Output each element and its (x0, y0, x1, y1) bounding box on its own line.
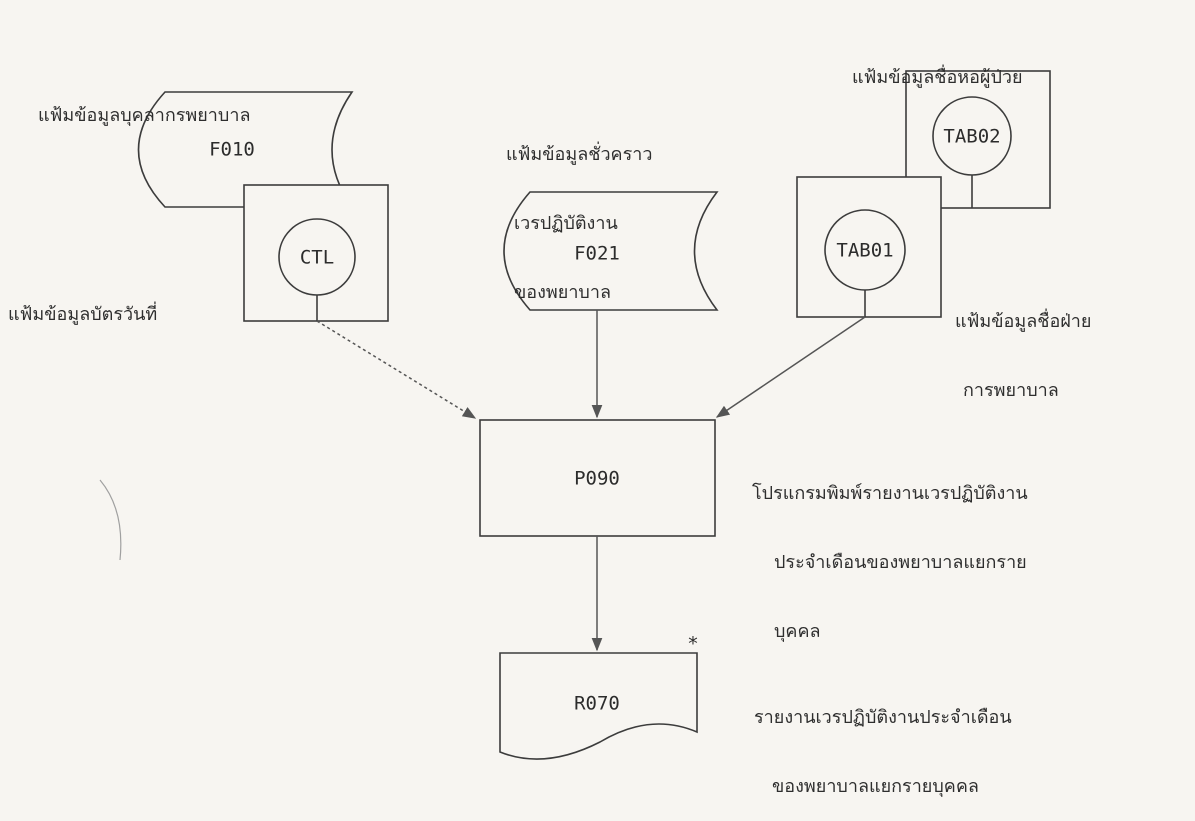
node-code-tab02: TAB02 (943, 126, 1000, 148)
label-tab02: แฟ้มข้อมูลชื่อหอผู้ป่วย (852, 20, 1023, 112)
node-tab02: TAB02 (905, 70, 1051, 209)
stray-mark (99, 479, 122, 561)
label-p090: โปรแกรมพิมพ์รายงานเวรปฏิบัติงาน ประจำเดื… (752, 436, 1028, 666)
process-box-p090 (479, 419, 716, 537)
label-tab01-line-1: แฟ้มข้อมูลชื่อฝ่าย (955, 311, 1092, 332)
connector-ctl-to-p090 (316, 320, 477, 419)
node-code-ctl: CTL (300, 247, 334, 269)
system-flowchart: F010 CTL F021 TAB02 TAB01 P090 R070 * (99, 70, 1051, 760)
document-symbol-r070 (499, 652, 698, 760)
node-f021: F021 (503, 191, 719, 311)
card-square-tab01 (796, 176, 942, 318)
label-tab02-line-1: แฟ้มข้อมูลชื่อหอผู้ป่วย (852, 67, 1023, 88)
label-tab01: แฟ้มข้อมูลชื่อฝ่าย การพยาบาล (955, 264, 1091, 425)
node-code-f021: F021 (574, 243, 620, 265)
label-ctl: แฟ้มข้อมูลบัตรวันที่ (8, 257, 157, 349)
node-code-tab01: TAB01 (836, 240, 893, 262)
label-r070-line-2: ของพยาบาลแยกรายบุคคล (772, 776, 979, 797)
label-f010-line-1: แฟ้มข้อมูลบุคลากรพยาบาล (38, 105, 251, 126)
node-p090: P090 (479, 419, 716, 537)
output-marker: * (687, 633, 698, 655)
node-code-r070: R070 (574, 693, 620, 715)
label-f021-line-2: เวรปฏิบัติงาน (514, 213, 618, 234)
label-ctl-line-1: แฟ้มข้อมูลบัตรวันที่ (8, 304, 158, 325)
label-p090-line-3: บุคคล (774, 621, 821, 642)
label-r070-line-1: รายงานเวรปฏิบัติงานประจำเดือน (754, 707, 1012, 728)
label-p090-line-1: โปรแกรมพิมพ์รายงานเวรปฏิบัติงาน (752, 483, 1028, 504)
label-f021: แฟ้มข้อมูลชั่วคราว เวรปฏิบัติงาน ของพยาบ… (506, 97, 652, 327)
node-tab01: TAB01 (796, 176, 942, 318)
connector-tab01-to-p090 (715, 316, 866, 418)
label-f021-line-1: แฟ้มข้อมูลชั่วคราว (506, 144, 653, 165)
label-f021-line-3: ของพยาบาล (514, 282, 611, 303)
label-f010: แฟ้มข้อมูลบุคลากรพยาบาล (38, 58, 250, 150)
label-p090-line-2: ประจำเดือนของพยาบาลแยกราย (774, 552, 1027, 573)
node-r070: R070 * (499, 633, 699, 760)
label-r070: รายงานเวรปฏิบัติงานประจำเดือน ของพยาบาลแ… (754, 660, 1012, 821)
node-code-f010: F010 (209, 139, 255, 161)
label-tab01-line-2: การพยาบาล (963, 380, 1059, 401)
storage-symbol-f021 (503, 191, 719, 311)
node-ctl: CTL (243, 184, 389, 322)
node-code-p090: P090 (574, 468, 620, 490)
